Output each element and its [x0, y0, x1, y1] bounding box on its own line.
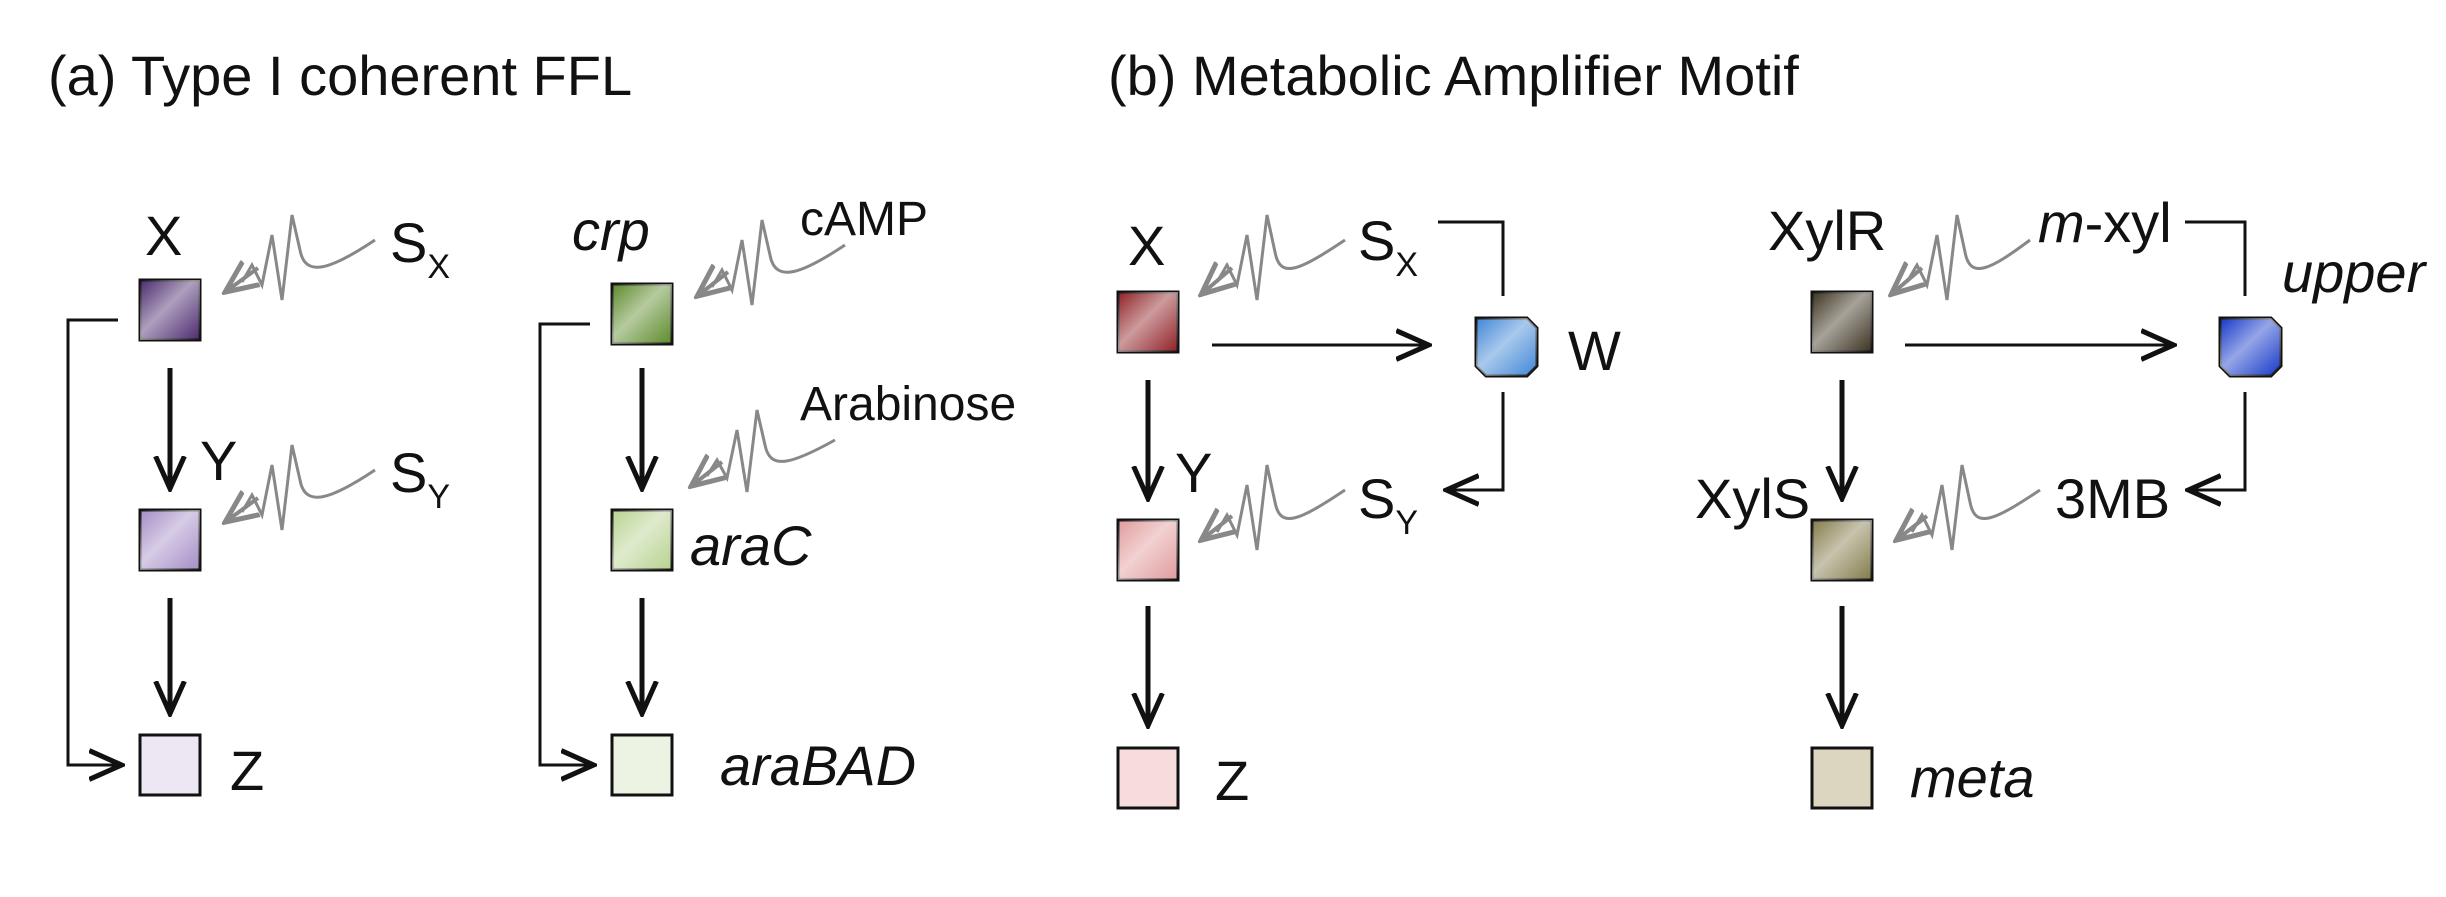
signal-sx-wave	[240, 214, 376, 301]
node-bz-box	[1116, 746, 1180, 810]
signal-mxyl-label: m-xyl	[2038, 191, 2172, 254]
node-arac-label: araC	[690, 514, 812, 577]
node-xylr-gloss	[1812, 292, 1872, 352]
node-xyls-label: XylS	[1695, 467, 1810, 530]
signal-arabinose-arrow	[694, 462, 722, 484]
panel-b-example: XylR XylS meta upper m-xyl 3MB	[1695, 191, 2428, 810]
signal-sx-label: SX	[390, 211, 450, 286]
signal-bsy-arrow	[1204, 516, 1232, 538]
node-crp-gloss	[612, 284, 672, 344]
signal-camp-label: cAMP	[800, 193, 928, 246]
node-meta-box	[1810, 746, 1874, 810]
node-arac-gloss	[612, 510, 672, 570]
node-bx-label: X	[1128, 214, 1165, 277]
node-meta-label: meta	[1910, 746, 2035, 809]
panel-a-title: (a) Type I coherent FFL	[48, 44, 632, 107]
signal-arabinose-wave	[705, 409, 836, 493]
node-upper-label: upper	[2282, 241, 2428, 304]
node-x-gloss	[140, 280, 200, 340]
node-xyls-gloss	[1812, 520, 1872, 580]
signal-3mb-label: 3MB	[2055, 467, 2170, 530]
node-x-label: X	[145, 204, 182, 267]
panel-b-generic: X Y Z W SX SY	[1116, 209, 1621, 812]
node-bw-gloss	[1476, 318, 1537, 376]
signal-sy-wave	[240, 444, 376, 531]
node-z-box	[138, 733, 202, 797]
node-z-label: Z	[230, 739, 264, 802]
signal-bsx-label: SX	[1358, 209, 1418, 284]
node-crp-label: crp	[572, 199, 650, 262]
node-by-label: Y	[1175, 441, 1212, 504]
panel-a-example: crp araC araBAD cAMP Arabinose	[538, 193, 1016, 797]
signal-mxyl-arrow	[1894, 268, 1922, 292]
node-bx-gloss	[1118, 292, 1178, 352]
signal-bsy-wave	[1215, 464, 1346, 551]
line-mxyl-to-upper	[2185, 220, 2247, 296]
signal-sy-arrow	[228, 498, 258, 520]
node-bz-label: Z	[1215, 749, 1249, 812]
signal-camp-wave	[710, 219, 846, 306]
line-sx-to-w	[1438, 220, 1505, 296]
node-bw-label: W	[1568, 319, 1621, 382]
panel-b-title: (b) Metabolic Amplifier Motif	[1108, 44, 1799, 107]
signal-sy-label: SY	[390, 441, 450, 516]
signal-bsx-arrow	[1204, 268, 1232, 292]
signal-mxyl-wave	[1905, 214, 2031, 301]
node-y-gloss	[140, 510, 200, 570]
node-arabad-label: araBAD	[720, 734, 916, 797]
arrow-crp-to-arabad	[538, 322, 590, 765]
arrow-upper-to-3mb	[2192, 392, 2247, 490]
signal-3mb-wave	[1910, 464, 2041, 551]
signal-camp-arrow	[700, 272, 728, 294]
signal-sx-arrow	[228, 268, 258, 290]
arrow-x-to-z	[66, 318, 118, 765]
node-xylr-label: XylR	[1768, 199, 1886, 262]
panel-a-generic: X Y Z SX SY	[66, 204, 450, 802]
node-upper-gloss	[2220, 318, 2281, 376]
node-arabad-box	[610, 733, 674, 797]
signal-3mb-arrow	[1899, 516, 1927, 538]
arrow-w-to-sy	[1450, 392, 1505, 490]
signal-arabinose-label: Arabinose	[800, 378, 1016, 431]
signal-bsx-wave	[1215, 214, 1346, 301]
signal-bsy-label: SY	[1358, 467, 1418, 542]
node-by-gloss	[1118, 520, 1178, 580]
node-y-label: Y	[200, 429, 237, 492]
